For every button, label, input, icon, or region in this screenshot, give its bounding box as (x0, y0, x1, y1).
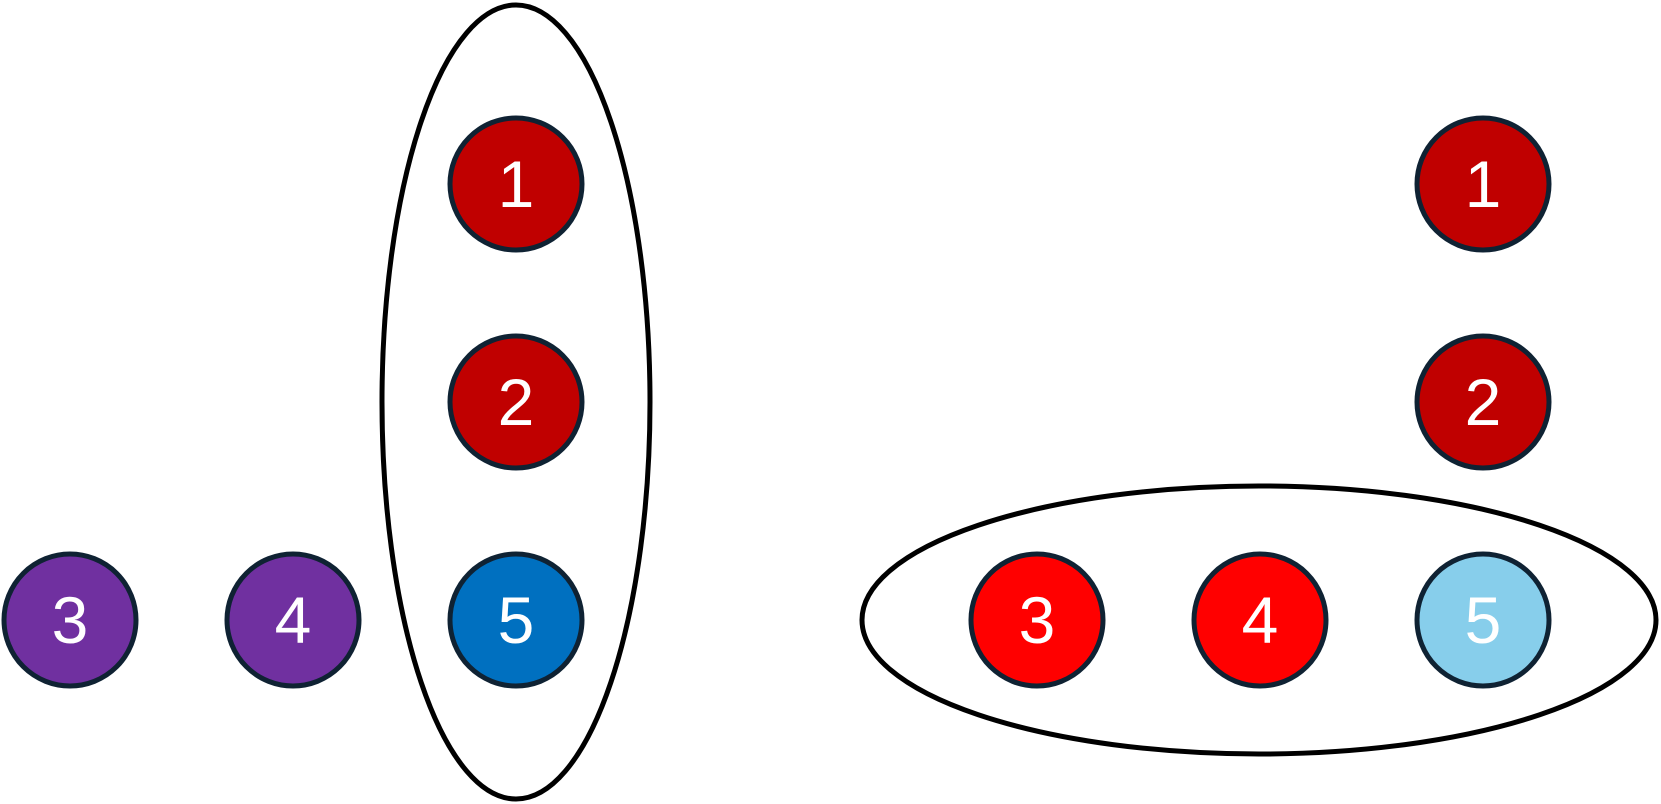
right-node-5-label: 5 (1465, 583, 1502, 657)
right-node-4-label: 4 (1242, 583, 1279, 657)
left-node-4-circle (224, 551, 362, 689)
left-node-2-circle (447, 333, 585, 471)
left-node-5-label: 5 (498, 583, 535, 657)
right-node-1-label: 1 (1465, 147, 1502, 221)
right-node-1-circle (1414, 115, 1552, 253)
left-node-5: 5 (447, 551, 585, 689)
right-node-1: 1 (1414, 115, 1552, 253)
right-node-5-circle (1414, 551, 1552, 689)
left-node-2: 2 (447, 333, 585, 471)
right-node-2-circle (1414, 333, 1552, 471)
right-node-2-label: 2 (1465, 365, 1502, 439)
right-node-4: 4 (1191, 551, 1329, 689)
left-node-3-circle (1, 551, 139, 689)
left-node-2-label: 2 (498, 365, 535, 439)
left-panel: 1 2 3 4 5 (1, 2, 653, 802)
right-node-4-circle (1191, 551, 1329, 689)
left-node-1: 1 (447, 115, 585, 253)
right-panel: 1 2 3 4 5 (859, 115, 1659, 757)
right-group-ellipse (859, 483, 1659, 757)
left-group-ellipse (379, 2, 653, 802)
left-node-3-label: 3 (52, 583, 89, 657)
right-node-3-label: 3 (1019, 583, 1056, 657)
right-node-3-circle (968, 551, 1106, 689)
right-node-5: 5 (1414, 551, 1552, 689)
left-node-1-label: 1 (498, 147, 535, 221)
left-node-5-circle (447, 551, 585, 689)
right-node-3: 3 (968, 551, 1106, 689)
left-node-4-label: 4 (275, 583, 312, 657)
left-node-3: 3 (1, 551, 139, 689)
left-node-1-circle (447, 115, 585, 253)
left-node-4: 4 (224, 551, 362, 689)
right-node-2: 2 (1414, 333, 1552, 471)
